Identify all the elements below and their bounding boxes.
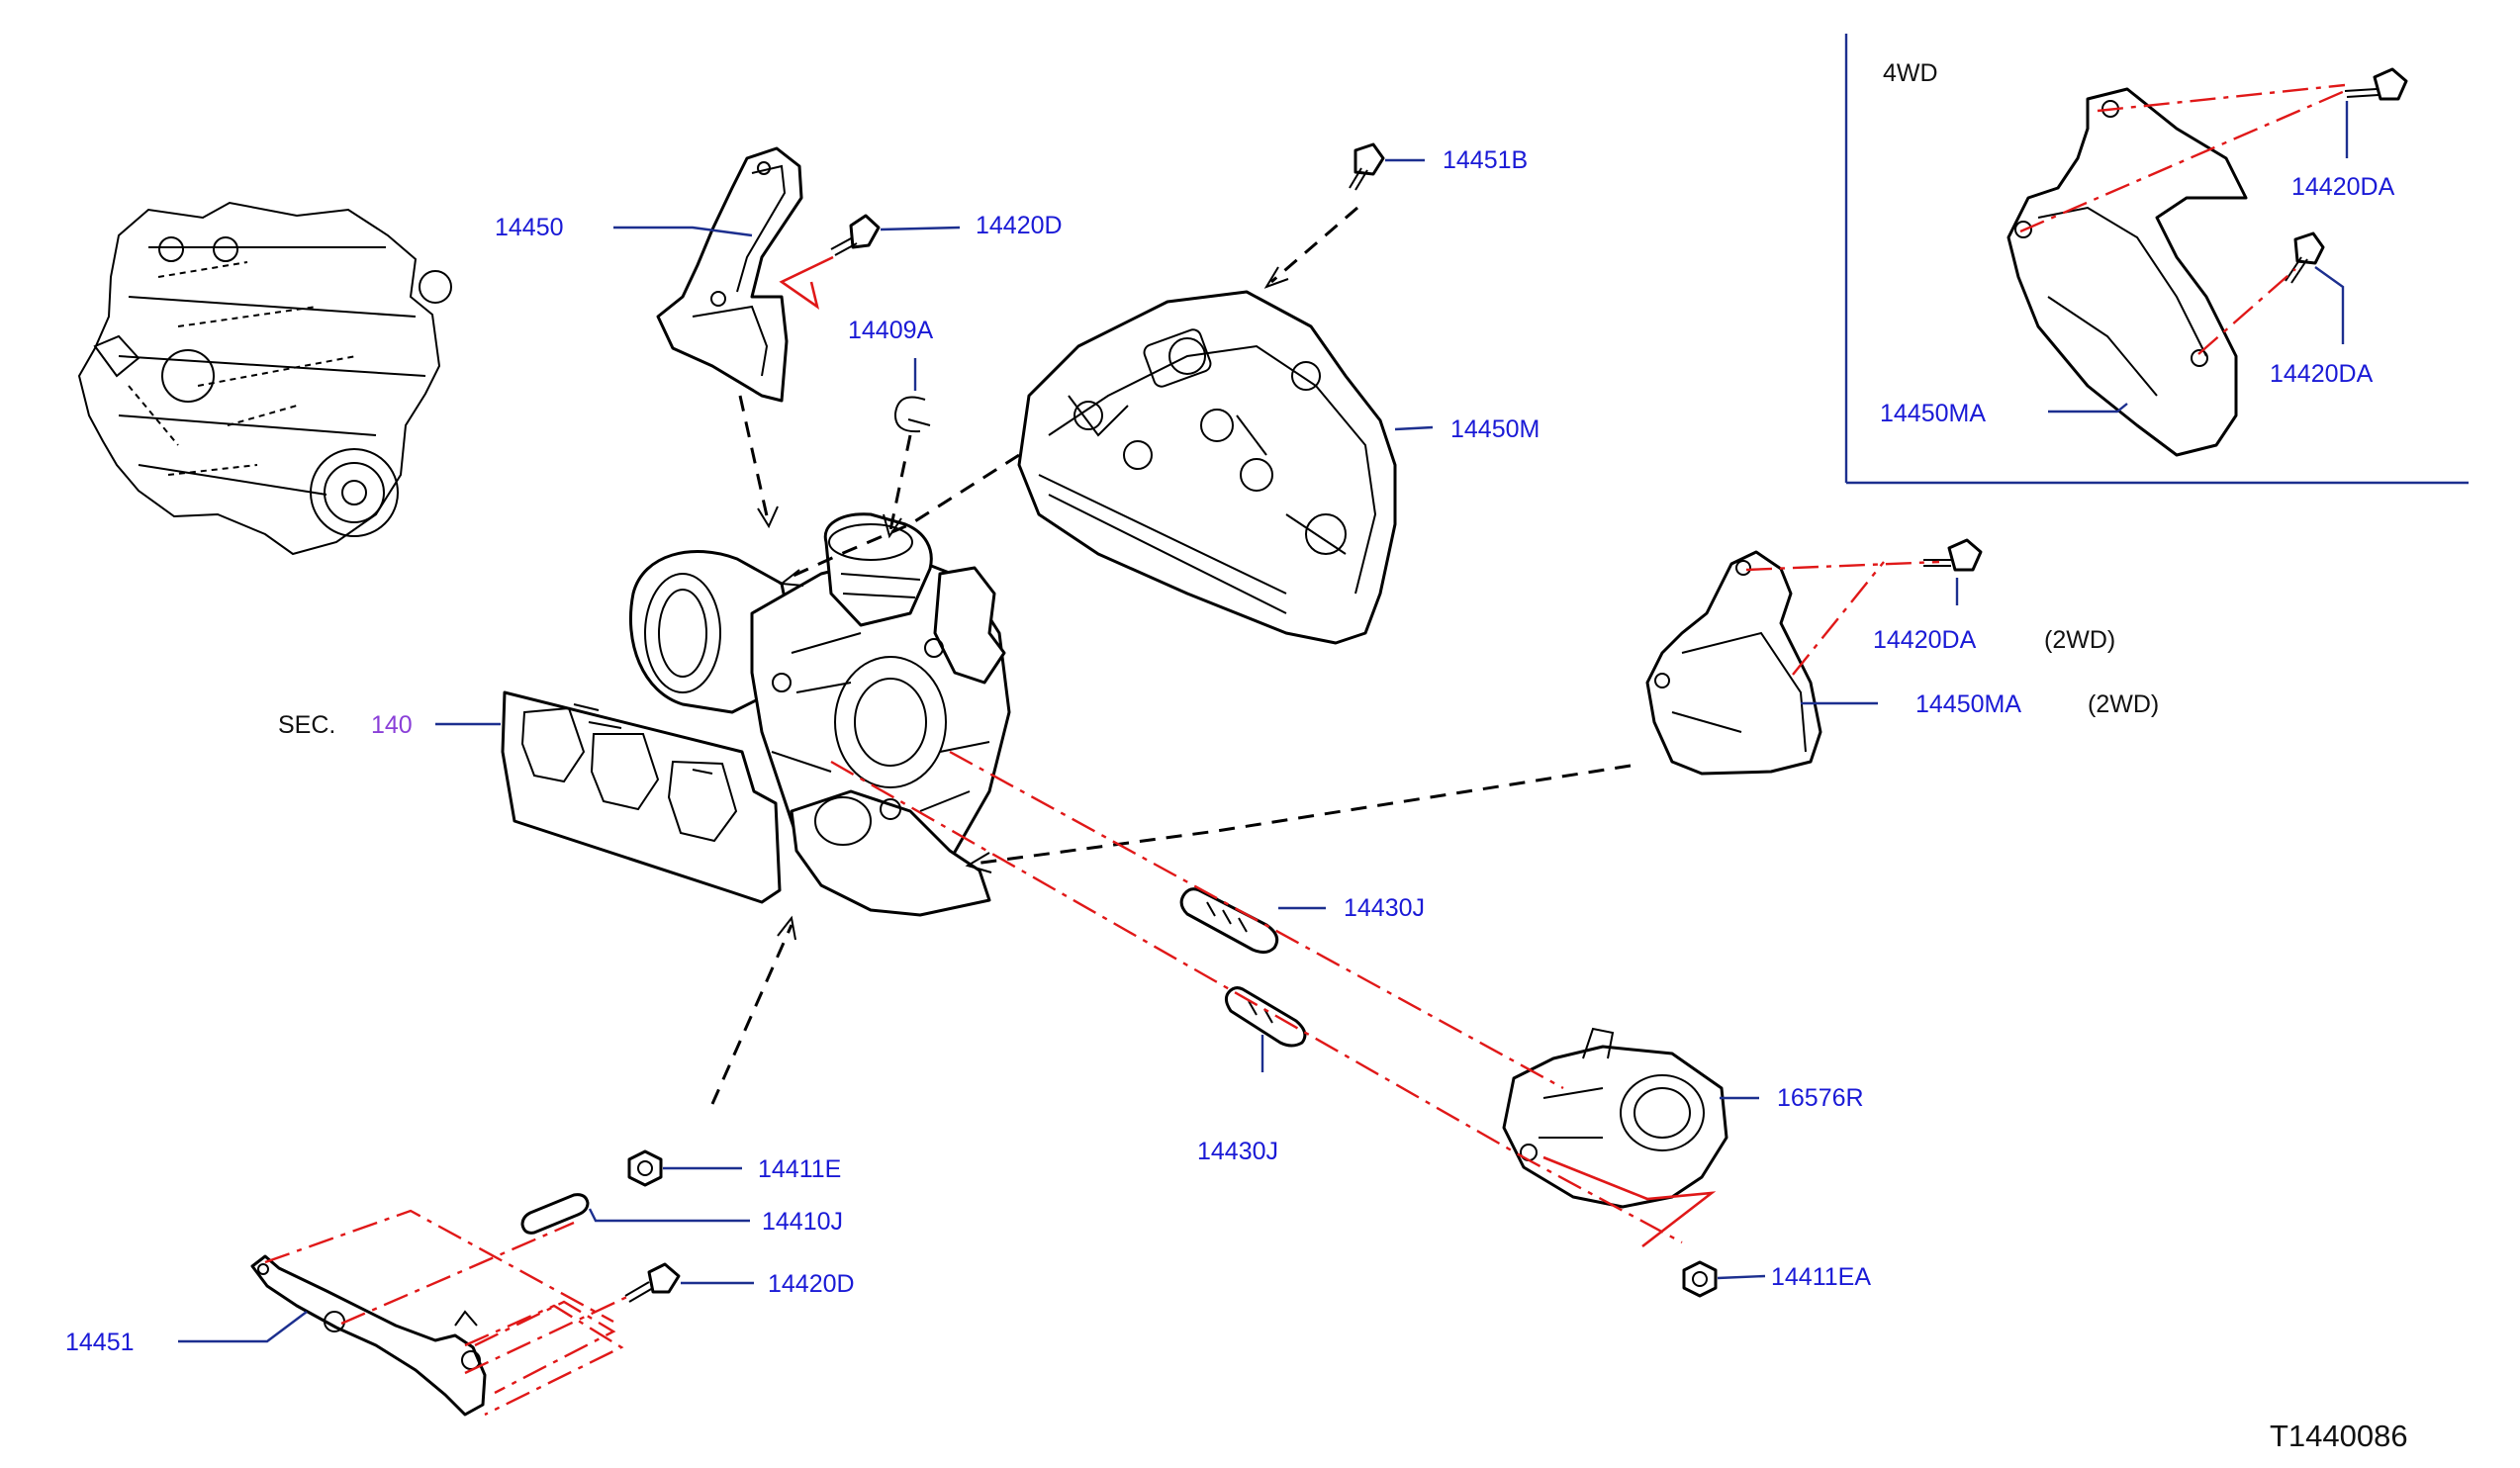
callout-14411E[interactable]: 14411E — [758, 1155, 841, 1183]
callout-14409A[interactable]: 14409A — [848, 317, 934, 344]
leader-lines — [178, 101, 2349, 1343]
callout-14410J[interactable]: 14410J — [762, 1208, 843, 1236]
callout-14420DA-2wd[interactable]: 14420DA — [1873, 626, 1977, 654]
sec-label: SEC. — [278, 711, 335, 739]
callout-14450MA-4wd[interactable]: 14450MA — [1880, 400, 1986, 427]
inset-4wd-frame — [1844, 34, 2469, 485]
callout-16576R[interactable]: 16576R — [1777, 1084, 1864, 1112]
drawing-id: T1440086 — [2270, 1419, 2408, 1453]
qualifier-2wd-a: (2WD) — [2044, 626, 2115, 654]
part-16576R-outlet — [1502, 1027, 1728, 1209]
callout-14451B[interactable]: 14451B — [1443, 146, 1528, 174]
engine-reference-illustration — [77, 201, 452, 556]
callout-14420D-lower[interactable]: 14420D — [768, 1270, 855, 1298]
part-14430J-stud-upper — [1179, 887, 1279, 955]
part-14420D-bolt-lower — [624, 1262, 681, 1303]
callout-14420DA-4wd-a[interactable]: 14420DA — [2291, 173, 2395, 201]
part-14450-heat-shield — [656, 146, 803, 403]
part-14411EA-nut — [1682, 1260, 1718, 1298]
part-14420D-bolt-top — [830, 214, 881, 256]
part-14410J-stud — [520, 1193, 590, 1235]
callout-14450MA-2wd[interactable]: 14450MA — [1915, 690, 2021, 718]
assembly-arrows — [710, 206, 1632, 1105]
part-14409A-clip — [893, 396, 931, 433]
part-14430J-stud-lower — [1224, 986, 1307, 1048]
sec-number-link[interactable]: 140 — [371, 711, 413, 739]
callout-14450M[interactable]: 14450M — [1450, 415, 1540, 443]
part-14450MA-4wd-heat-shield — [2007, 87, 2248, 457]
turbocharger-assembly — [501, 512, 1011, 917]
part-14450MA-2wd-heat-shield — [1645, 550, 1822, 776]
part-14420DA-bolt-4wd-b — [2285, 231, 2325, 284]
callout-14420D-top[interactable]: 14420D — [976, 212, 1063, 239]
part-14450M-heat-shield — [1017, 290, 1397, 645]
part-14411E-nut — [627, 1149, 663, 1187]
callout-14430J-lower[interactable]: 14430J — [1197, 1138, 1278, 1165]
qualifier-2wd-b: (2WD) — [2088, 690, 2159, 718]
callout-14450[interactable]: 14450 — [495, 214, 564, 241]
part-14420DA-bolt-4wd-a — [2344, 67, 2408, 101]
callout-14420DA-4wd-b[interactable]: 14420DA — [2270, 360, 2374, 388]
variant-4wd-label: 4WD — [1883, 59, 1938, 87]
part-14451B-bolt — [1349, 142, 1385, 191]
callout-14430J-upper[interactable]: 14430J — [1344, 894, 1425, 922]
part-14451-bracket — [250, 1254, 487, 1417]
callout-14411EA[interactable]: 14411EA — [1771, 1263, 1871, 1291]
alignment-lines — [264, 83, 2346, 1417]
part-14420DA-bolt-2wd — [1923, 538, 1983, 572]
callout-14451[interactable]: 14451 — [65, 1329, 135, 1356]
